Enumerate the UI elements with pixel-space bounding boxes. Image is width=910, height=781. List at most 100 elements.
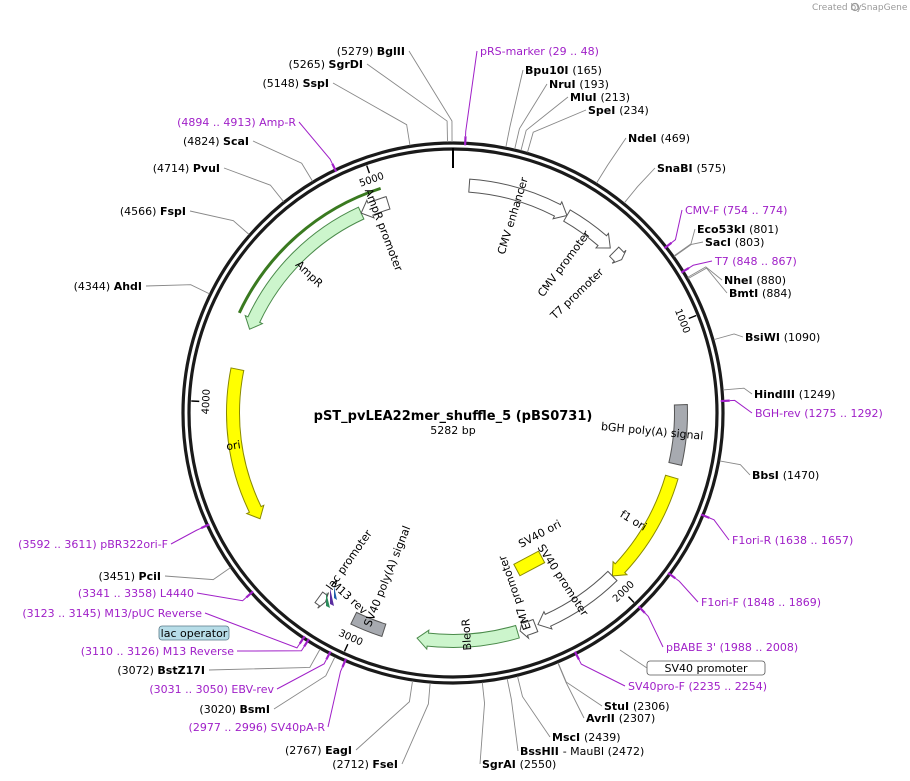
site-name: BmtI [729, 287, 762, 300]
primer-leader [276, 659, 327, 690]
site-sgrai: SgrAI (2550) [479, 682, 557, 771]
site-label: AvrII (2307) [586, 712, 655, 725]
primer-mark [700, 513, 710, 519]
site-label: (4824) ScaI [183, 135, 249, 148]
site-leader [252, 140, 313, 182]
primer-sv40pa-r: (2977 .. 2996) SV40pA-R [189, 658, 348, 734]
primer-label: (3341 .. 3358) L4440 [78, 587, 194, 600]
primer-mark [298, 635, 306, 645]
primer-mark [663, 241, 673, 250]
site-name: SpeI [588, 104, 619, 117]
primer-mark [573, 651, 580, 661]
site-leader [505, 69, 524, 148]
site-position: (3020) [199, 703, 239, 716]
site-leader [673, 228, 696, 257]
site-label: Eco53kI (801) [697, 223, 779, 236]
site-name: SgrDI [329, 58, 363, 71]
site-name: SspI [303, 77, 329, 90]
tick-mark [688, 314, 697, 320]
site-fspi: (4566) FspI [120, 205, 250, 235]
site-leader [687, 266, 723, 281]
site-label: (3451) PciI [98, 570, 161, 583]
site-position: (4714) [153, 162, 193, 175]
primer-leader [298, 121, 333, 164]
site-label: (5279) BglII [337, 45, 405, 58]
site-saci: SacI (803) [673, 236, 764, 257]
site-name: MscI [552, 731, 584, 744]
primer-name: Amp-R [259, 116, 296, 129]
site-leader [145, 284, 210, 295]
site-pcii: (3451) PciI [98, 567, 231, 583]
primer-t7: T7 (848 .. 867) [680, 255, 797, 274]
feature-bleor [416, 624, 520, 651]
site-leader [520, 96, 569, 151]
primer-amp-r: (4894 .. 4913) Amp-R [177, 116, 338, 173]
site-leader [332, 82, 411, 146]
primer-label: (3123 .. 3145) M13/pUC Reverse [22, 607, 202, 620]
site-leader [401, 682, 431, 765]
primer-f1ori-r: F1ori-R (1638 .. 1657) [700, 513, 853, 547]
site-leader [713, 333, 744, 341]
sv40-promoter-box: SV40 promoter [619, 649, 766, 676]
primer-range: (1988 .. 2008) [720, 641, 799, 654]
site-position: (4566) [120, 205, 160, 218]
primer-label: (2977 .. 2996) SV40pA-R [189, 721, 326, 734]
site-label: (2767) EagI [285, 744, 352, 757]
credit-text: Created by [812, 3, 862, 13]
primer-leader [709, 517, 730, 541]
tick-label: 1000 [672, 307, 692, 335]
site-leader [223, 167, 284, 202]
primer-label: (4894 .. 4913) Amp-R [177, 116, 296, 129]
primer-mark [667, 572, 676, 580]
site-leader [355, 680, 413, 751]
primer-name: SV40pro-F [628, 680, 689, 693]
site-position: (1249) [799, 388, 836, 401]
site-leader [366, 63, 448, 143]
site-leader [527, 109, 587, 153]
site-label: MscI (2439) [552, 731, 621, 744]
site-leader [208, 648, 321, 671]
primer-leader [671, 209, 683, 244]
site-position: (469) [660, 132, 690, 145]
site-position: (213) [600, 91, 630, 104]
primer-mark [637, 605, 646, 614]
site-nhei: NheI (880) [687, 266, 786, 287]
primer-label: F1ori-R (1638 .. 1657) [732, 534, 853, 547]
site-ahdi: (4344) AhdI [74, 280, 210, 295]
primer-mark [200, 523, 210, 530]
site-leader [673, 241, 704, 257]
primer-leader [236, 646, 305, 652]
feature-f1-ori [611, 474, 679, 577]
site-sgrdi: (5265) SgrDI [288, 58, 448, 143]
site-pvui: (4714) PvuI [153, 162, 284, 202]
site-fsei: (2712) FseI [332, 682, 431, 771]
site-position: (2439) [584, 731, 621, 744]
primer-name: T7 [714, 255, 732, 268]
primer-label: SV40pro-F (2235 .. 2254) [628, 680, 767, 693]
site-name: EagI [325, 744, 352, 757]
primer-bgh-rev: BGH-rev (1275 .. 1292) [720, 399, 883, 420]
site-label: BsiWI (1090) [745, 331, 820, 344]
site-leader [273, 656, 336, 710]
primer-cmv-f: CMV-F (754 .. 774) [663, 204, 787, 250]
primer-name: pBR322ori-F [100, 538, 168, 551]
primer-f1ori-f: F1ori-F (1848 .. 1869) [667, 572, 821, 609]
primer-leader [644, 612, 664, 648]
tick-mark [343, 643, 349, 652]
site-label: (4344) AhdI [74, 280, 142, 293]
primer-leader [465, 50, 478, 137]
primer-ebv-rev: (3031 .. 3050) EBV-rev [149, 650, 332, 696]
primer-range: (848 .. 867) [732, 255, 797, 268]
site-name: BsiWI [745, 331, 784, 344]
site-leader [688, 267, 728, 294]
site-label: (4714) PvuI [153, 162, 220, 175]
primer-name: F1ori-R [732, 534, 775, 547]
site-name: FseI [372, 758, 398, 771]
site-position: (2550) [520, 758, 557, 771]
primer-label: pBABE 3' (1988 .. 2008) [666, 641, 798, 654]
site-name: BglII [377, 45, 405, 58]
lac-operator-label: lac operator [161, 627, 228, 640]
site-bbsi: BbsI (1470) [719, 460, 819, 482]
site-name: ScaI [223, 135, 249, 148]
